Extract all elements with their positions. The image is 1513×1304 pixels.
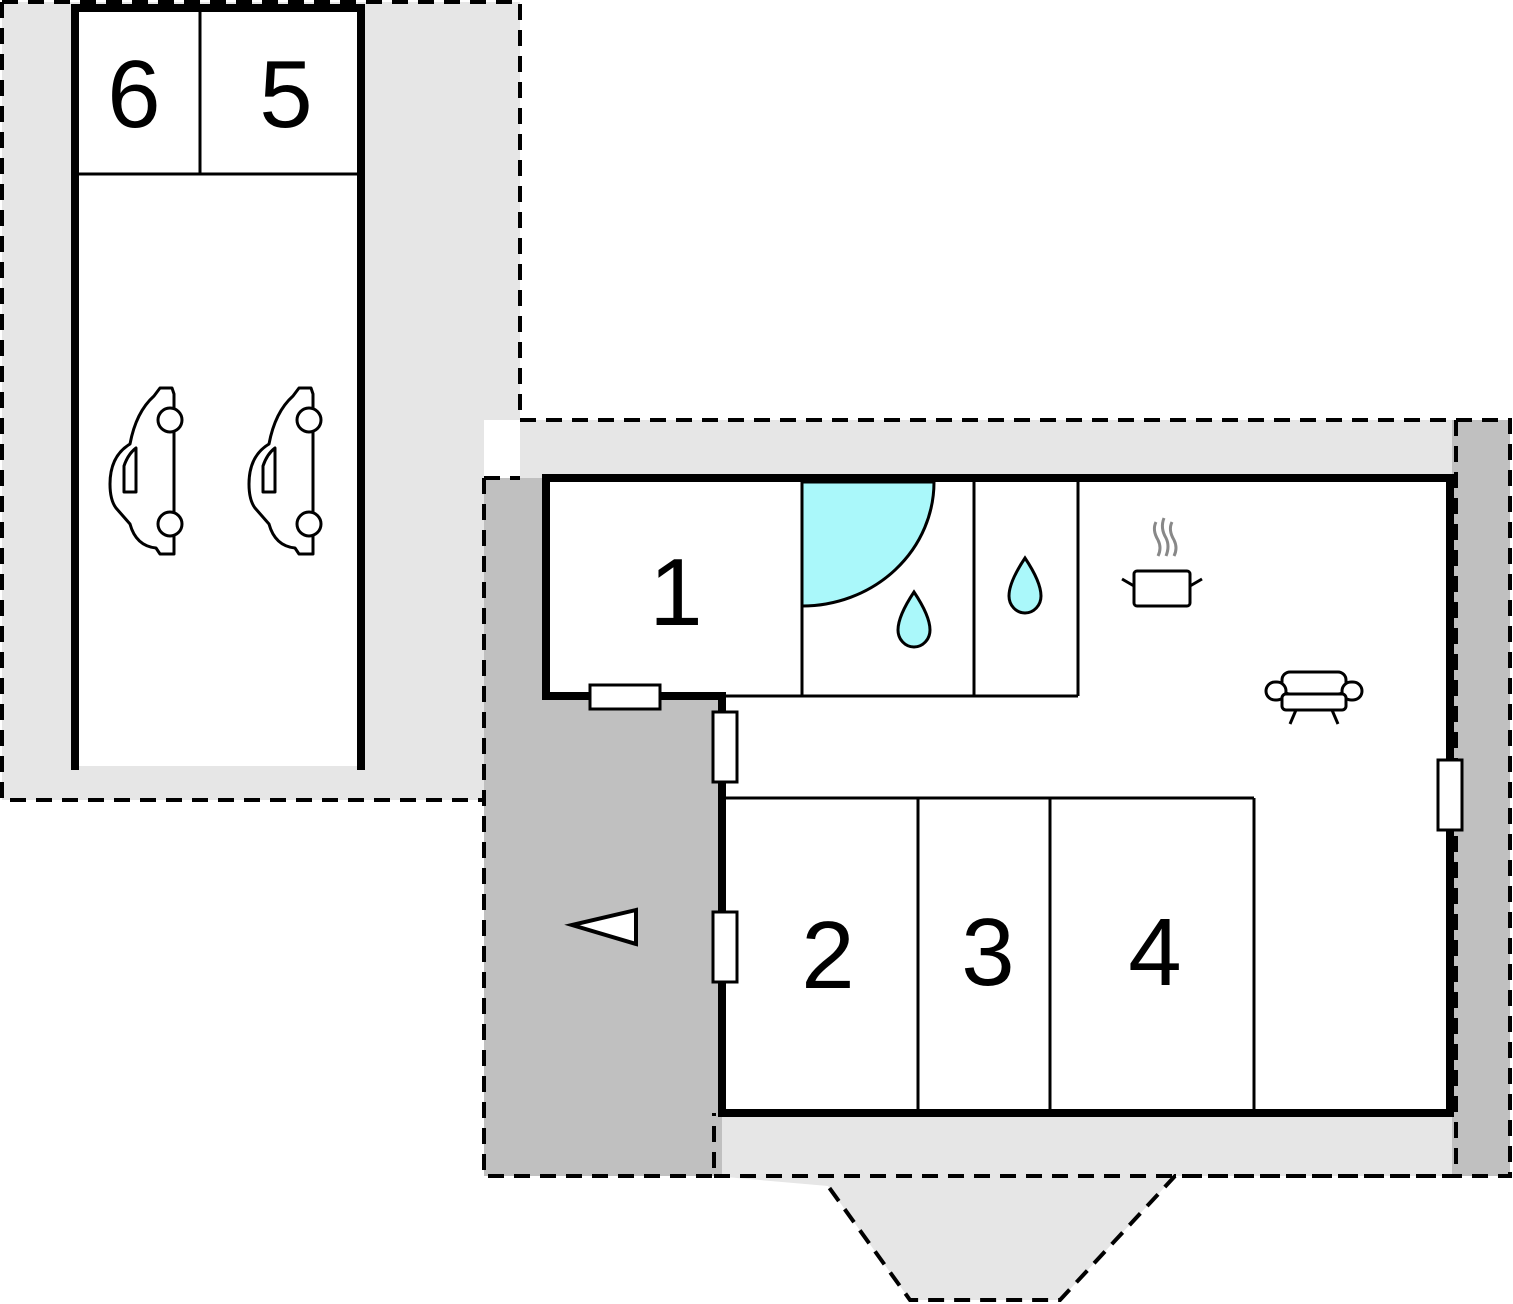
garage-floor	[75, 8, 361, 766]
dashed-border-house-top	[520, 418, 1512, 1302]
room-label-6: 6	[107, 41, 160, 148]
car-icon	[108, 386, 184, 556]
room-label-4: 4	[1128, 899, 1181, 1006]
water-drop-icon	[896, 589, 932, 649]
water-drop-icon	[1007, 555, 1043, 615]
sofa-icon	[1264, 670, 1364, 725]
cooking-pot-icon	[1121, 517, 1203, 608]
room-label-1: 1	[649, 539, 702, 646]
window	[711, 710, 739, 784]
room-label-5: 5	[259, 41, 312, 148]
shower-icon	[800, 480, 936, 608]
room-label-2: 2	[801, 902, 854, 1009]
car-icon	[247, 386, 323, 556]
window	[1436, 758, 1464, 832]
window	[711, 910, 739, 984]
window	[588, 683, 662, 711]
entrance-arrow-icon	[564, 907, 638, 947]
house-interior	[546, 478, 1450, 1113]
dashed-border-house-left	[482, 478, 716, 1178]
room-label-3: 3	[961, 899, 1014, 1006]
dashed-border-garage-left	[0, 2, 484, 802]
